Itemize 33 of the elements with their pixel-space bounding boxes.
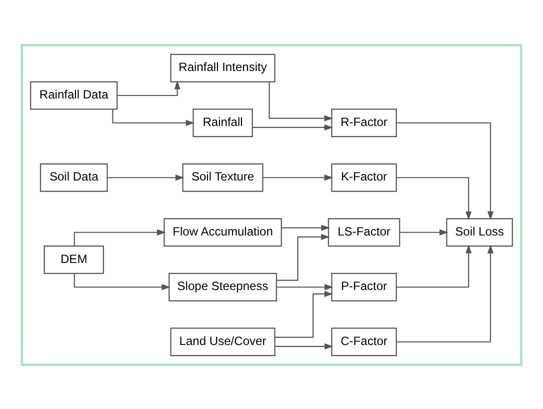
node-box: DEM — [44, 245, 104, 274]
arrow — [112, 109, 195, 126]
node-box: R-Factor — [331, 108, 397, 137]
node-box: Rainfall Intensity — [170, 53, 276, 82]
node-box: Rainfall — [192, 108, 253, 137]
node-box: C-Factor — [331, 327, 397, 356]
arrow — [268, 81, 334, 121]
arrow — [400, 228, 448, 235]
node-box: Soil Data — [40, 162, 108, 192]
arrow — [276, 284, 334, 290]
node-box: Rainfall Data — [30, 80, 118, 110]
arrow — [396, 244, 494, 342]
arrow — [396, 176, 472, 220]
node-box: Soil Texture — [182, 162, 264, 192]
arrow — [276, 233, 330, 280]
arrow — [274, 342, 334, 349]
arrow — [117, 80, 180, 96]
arrow — [74, 228, 166, 246]
node-box: Slope Steepness — [168, 272, 277, 301]
arrow — [281, 224, 330, 230]
arrow — [396, 244, 472, 288]
arrow — [396, 122, 494, 220]
node-box: LS-Factor — [328, 218, 400, 246]
node-box: Soil Loss — [446, 218, 513, 246]
node-box: Land Use/Cover — [170, 327, 276, 356]
cluster — [20, 44, 522, 366]
arrow — [107, 174, 184, 180]
node-box: Flow Accumulation — [164, 218, 282, 246]
arrow — [262, 174, 334, 180]
node-box: K-Factor — [331, 162, 397, 192]
arrow — [252, 124, 334, 130]
arrow — [274, 290, 334, 338]
node-box: P-Factor — [331, 272, 397, 301]
